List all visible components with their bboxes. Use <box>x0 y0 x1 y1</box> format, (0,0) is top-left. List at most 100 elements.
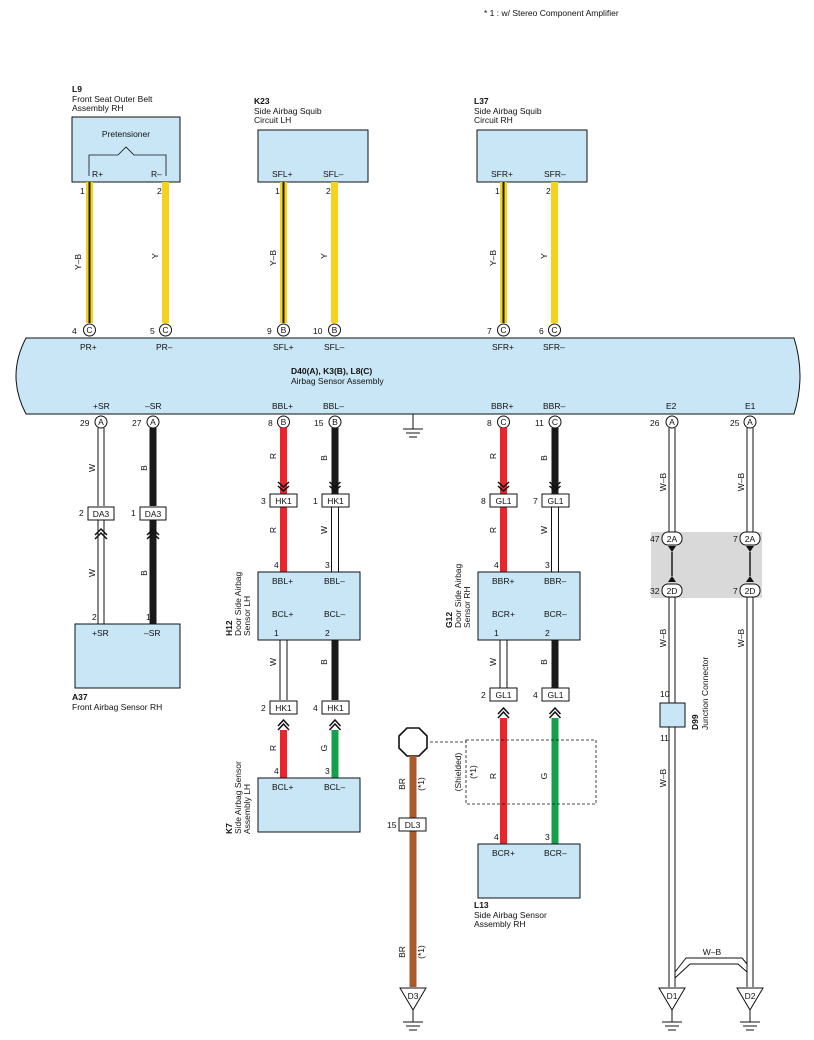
connector-hk1-label: HK1 <box>275 703 292 713</box>
l9-pin-no-b: 2 <box>157 186 162 196</box>
l13-pin-no: 3 <box>545 832 550 842</box>
g12-name-line1: Door Side Airbag <box>453 563 463 628</box>
main-bottom-pins: 29 A 27 A 8 B 15 B 8 C 11 C 26 A 25 A <box>80 415 757 429</box>
main-label-bbr-minus: BBR– <box>543 401 565 411</box>
main-top-pins: 4 C 5 C 9 B 10 B 7 C 6 C <box>72 323 561 337</box>
g12-pin-no: 3 <box>545 560 550 570</box>
component-h12-box <box>257 571 361 641</box>
connector-da3-label: DA3 <box>145 509 162 519</box>
g12-pin-label: BBR+ <box>492 576 514 586</box>
main-label-sr-minus: –SR <box>145 401 162 411</box>
component-a37-box <box>74 623 181 689</box>
l13-pin-label: BCR+ <box>492 848 515 858</box>
g12-name-line2: Sensor RH <box>462 586 472 628</box>
wire-label-g: G <box>539 773 549 780</box>
main-top-conn: C <box>551 325 557 335</box>
star-note-mark: (*1) <box>416 945 426 959</box>
connector-gl1 <box>489 687 518 702</box>
main-label-bbl-minus: BBL– <box>323 401 344 411</box>
main-label-bbr-plus: BBR+ <box>491 401 513 411</box>
main-bottom-conn: A <box>747 417 753 427</box>
main-label-sfr-plus: SFR+ <box>492 342 514 352</box>
wire-label-y-1: Y <box>150 253 160 259</box>
connector-2a-right <box>739 531 761 546</box>
k7-pin-label: BCL+ <box>272 782 294 792</box>
wire-label-br: BR <box>397 946 407 958</box>
main-label-e1: E1 <box>745 401 756 411</box>
l13-pin-no: 4 <box>494 832 499 842</box>
ground-d2-label: D2 <box>745 991 756 1001</box>
l9-pin-b: R– <box>151 169 162 179</box>
wire-label-b: B <box>319 659 329 665</box>
connector-2a-label: 2A <box>745 534 756 544</box>
k23-name-line1: Side Airbag Squib <box>254 106 322 116</box>
wire-label-y-2: Y <box>319 253 329 259</box>
connector-da3-label: DA3 <box>93 509 110 519</box>
da3-pin: 2 <box>79 508 84 518</box>
component-l13-box <box>477 843 581 899</box>
ground-d1-label: D1 <box>667 991 678 1001</box>
top-wires <box>86 182 558 323</box>
a37-pin-no: 2 <box>92 612 97 622</box>
wire-label-wb: W–B <box>658 472 668 491</box>
a37-wires <box>94 428 160 624</box>
wire-label-b: B <box>539 659 549 665</box>
connector-arrow-icon <box>277 718 290 727</box>
connector-hk1 <box>269 700 298 715</box>
wire-label-g: G <box>319 745 329 752</box>
ground-d3-label: D3 <box>408 991 419 1001</box>
a37-name: Front Airbag Sensor RH <box>72 702 162 712</box>
h12-name-line2: Sensor LH <box>242 596 252 636</box>
main-bottom-pin-no: 26 <box>650 418 660 428</box>
connector-hk1-label: HK1 <box>327 703 344 713</box>
main-bottom-pin-no: 8 <box>268 418 273 428</box>
k23-code: K23 <box>254 96 270 106</box>
main-bottom-conn: A <box>150 417 156 427</box>
l9-box <box>71 116 181 183</box>
wire-label-y-3: Y <box>539 253 549 259</box>
l13-pin-label: BCR– <box>544 848 567 858</box>
connector-hk1-label: HK1 <box>275 496 292 506</box>
h12-pin-no: 1 <box>274 628 279 638</box>
wire-label-yb-3: Y–B <box>488 250 498 266</box>
main-bottom-pin-no: 15 <box>314 418 324 428</box>
connector-2d-right <box>739 583 761 598</box>
l37-name-line1: Side Airbag Squib <box>474 106 542 116</box>
main-label-sr-plus: +SR <box>93 401 110 411</box>
component-g12-box <box>477 571 581 641</box>
g12-pin-no: 4 <box>494 560 499 570</box>
star-note-mark: (*1) <box>468 765 478 779</box>
main-bottom-pin-no: 11 <box>535 418 544 428</box>
hk1-pin: 2 <box>261 703 266 713</box>
wire-label-w: W <box>319 526 329 534</box>
h12-pin-label: BBL– <box>324 576 345 586</box>
d99-code: D99 <box>690 714 700 730</box>
connector-2a-label: 2A <box>667 534 678 544</box>
wire-label-r: R <box>488 527 498 533</box>
wire-label-b: B <box>539 455 549 461</box>
d99-pin-out: 11 <box>660 733 669 743</box>
h12-pin-label: BBL+ <box>272 576 293 586</box>
main-top-pin-no: 6 <box>539 326 544 336</box>
connector-arrow-icon <box>548 481 562 489</box>
dl3-pin: 15 <box>387 820 397 830</box>
d99-pin-in: 10 <box>660 689 670 699</box>
main-label-bbl-plus: BBL+ <box>272 401 293 411</box>
connector-gl1 <box>541 493 570 508</box>
l13-name-line2: Assembly RH <box>474 919 525 929</box>
wire-label-r: R <box>268 453 278 459</box>
main-label-e2: E2 <box>666 401 677 411</box>
connector-gl1-label: GL1 <box>547 690 563 700</box>
wire-label-wb: W–B <box>658 628 668 647</box>
main-bottom-conn: C <box>500 417 506 427</box>
shield-terminal-icon <box>398 727 428 757</box>
k7-pin-no: 4 <box>274 766 279 776</box>
a37-pin-label: +SR <box>92 628 109 638</box>
main-top-pin-no: 9 <box>267 326 272 336</box>
wire-label-w: W <box>87 464 97 472</box>
k23-pin-b: SFL– <box>323 169 344 179</box>
connector-hk1-label: HK1 <box>327 496 344 506</box>
connector-arrow-icon <box>146 527 160 536</box>
drain-wire <box>398 727 428 1031</box>
